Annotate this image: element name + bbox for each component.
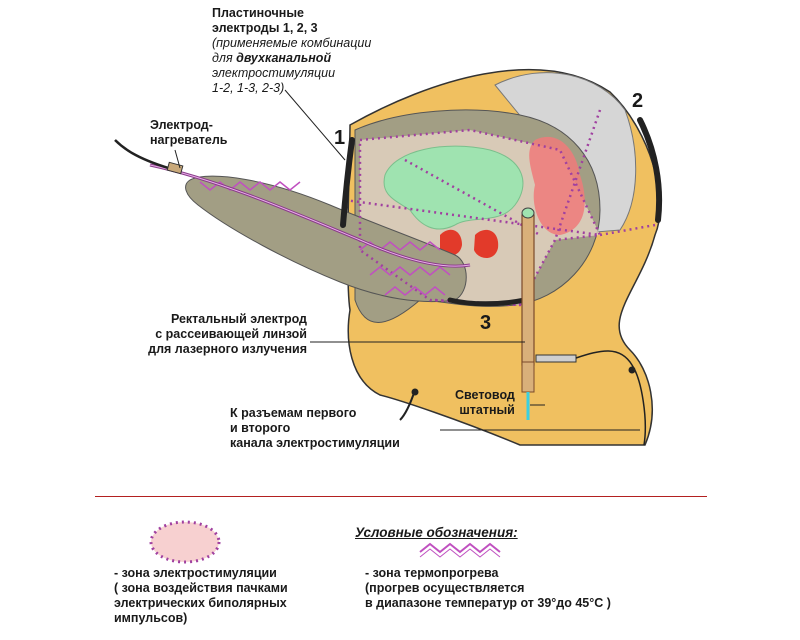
plate-electrodes-line3: (применяемые комбинации <box>212 36 372 50</box>
light-guide-line1: Световод <box>455 388 515 402</box>
plate-electrodes-line4: для двухканальной <box>212 51 332 65</box>
leader-heater <box>174 149 181 169</box>
stim-line-1 <box>344 198 601 237</box>
legend-stim-zone: - зона электростимуляции ( зона воздейст… <box>114 566 288 626</box>
stim-line-3 <box>553 109 602 241</box>
label-light-guide: Световод штатный <box>455 388 515 418</box>
connectors-line2: и второго <box>230 421 291 435</box>
rectal-line1: Ректальный электрод <box>170 312 307 326</box>
connectors-line3: канала электростимуляции <box>230 436 400 450</box>
legend-stim-line3: электрических биполярных <box>114 596 287 610</box>
legend-divider <box>95 496 707 497</box>
heater-line1: Электрод- <box>150 118 213 132</box>
electrode-number-1: 1 <box>334 127 346 149</box>
connector-cable <box>575 350 646 446</box>
plate-electrode-2 <box>637 117 663 223</box>
legend-heat-zone: - зона термопрогрева (прогрев осуществля… <box>365 566 611 611</box>
heat-zone-zigzag-swatch <box>419 542 501 554</box>
cable-bead-left <box>411 388 419 396</box>
prostate-left <box>440 229 462 256</box>
electrode-number-3: 3 <box>480 312 492 334</box>
label-plate-electrodes: Пластиночные электроды 1, 2, 3 (применяе… <box>212 6 371 96</box>
rectal-line2: с рассеивающей линзой <box>155 327 307 341</box>
plate-electrodes-line6: 1-2, 1-3, 2-3) <box>212 81 285 95</box>
legend-stim-line4: импульсов) <box>114 611 188 625</box>
leader-plate-electrodes <box>284 89 346 161</box>
heat-zone-zigzag-swatch-2 <box>419 548 501 558</box>
light-guide-line2: штатный <box>459 403 515 417</box>
stim-line-2 <box>404 158 541 237</box>
electrode-number-2: 2 <box>632 90 644 112</box>
plate-electrodes-line5: электростимуляции <box>212 66 336 80</box>
label-connectors: К разъемам первого и второго канала элек… <box>230 406 400 451</box>
legend-heat-line1: - зона термопрогрева <box>365 566 499 580</box>
heat-zigzag-bottom <box>384 286 446 296</box>
legend-heat-line2: (прогрев осуществляется <box>365 581 525 595</box>
prostate-right <box>474 229 499 258</box>
rectum <box>529 136 585 235</box>
legend-heat-line3: в диапазоне температур от 39°до 45°С ) <box>365 596 611 610</box>
cable-bead-right <box>628 366 636 374</box>
heater-connector <box>166 161 184 175</box>
legend-stim-line1: - зона электростимуляции <box>114 566 277 580</box>
plate-electrode-1 <box>340 137 355 228</box>
rectal-line3: для лазерного излучения <box>148 342 307 356</box>
legend-title: Условные обозначения: <box>355 525 518 540</box>
plate-electrode-3 <box>447 297 528 307</box>
legend-stim-line2: ( зона воздействия пачками <box>114 581 288 595</box>
plate-electrodes-line2: электроды 1, 2, 3 <box>212 21 318 35</box>
connectors-line1: К разъемам первого <box>230 406 357 420</box>
heater-cable <box>114 139 176 172</box>
plate-electrodes-line1: Пластиночные <box>212 6 304 20</box>
rectal-probe <box>521 207 577 420</box>
heat-zigzag-low <box>369 266 451 276</box>
label-rectal-electrode: Ректальный электрод с рассеивающей линзо… <box>127 312 307 357</box>
heater-catheter-inner <box>149 164 471 267</box>
heater-line2: нагреватель <box>150 133 228 147</box>
stim-zone-swatch <box>149 520 221 564</box>
label-heater-electrode: Электрод- нагреватель <box>150 118 227 148</box>
